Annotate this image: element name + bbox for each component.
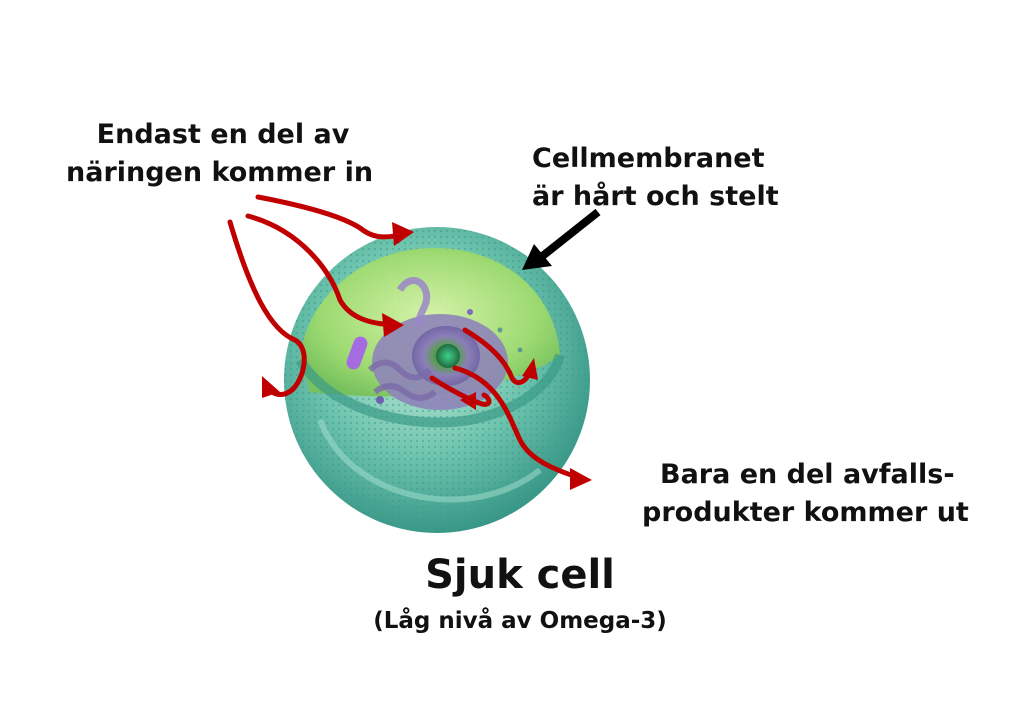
arrowhead-inner-2: [460, 392, 476, 410]
nucleolus: [436, 344, 460, 368]
arrowheads: [262, 222, 592, 490]
membrane-label-line-1: Cellmembranet: [532, 143, 765, 174]
arrow-path-waste: [452, 365, 583, 481]
arrowhead-inner-1: [522, 358, 538, 380]
nutrition-label: Endast en del av näringen kommer in: [66, 116, 373, 192]
arrowhead-left: [262, 376, 280, 398]
membrane-pointer-arrow: [522, 208, 601, 270]
arrow-path-left: [227, 219, 307, 397]
arrow-path-inner-2: [429, 375, 492, 407]
nutrition-label-line-1: Endast en del av: [96, 119, 350, 150]
arrowhead-top: [392, 222, 414, 246]
nutrient-arrows: [227, 194, 583, 481]
cell-subtitle: (Låg nivå av Omega-3): [373, 608, 667, 634]
waste-label-line-1: Bara en del avfalls-: [660, 459, 955, 490]
cell-title: Sjuk cell: [425, 552, 615, 598]
nutrition-label-line-2: näringen kommer in: [66, 157, 374, 188]
arrow-path-middle: [245, 213, 398, 328]
arrow-path-inner-1: [462, 327, 533, 385]
arrow-path-top: [255, 194, 408, 240]
waste-label-line-2: produkter kommer ut: [642, 497, 969, 528]
membrane-label-line-2: är hårt och stelt: [532, 181, 779, 212]
membrane-label: Cellmembranet är hårt och stelt: [532, 140, 779, 216]
waste-label: Bara en del avfalls- produkter kommer ut: [642, 456, 969, 532]
arrowhead-waste: [570, 468, 592, 490]
mitochondrion: [346, 336, 368, 370]
arrowhead-middle: [382, 313, 404, 337]
